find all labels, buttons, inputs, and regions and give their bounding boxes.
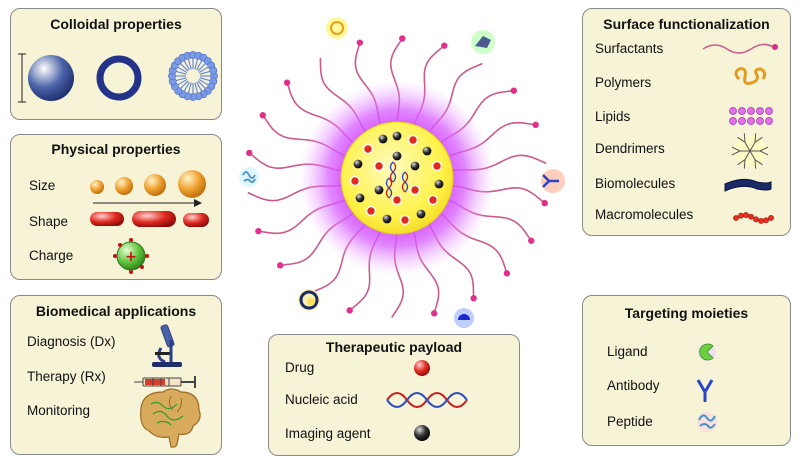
brain-icon [140, 388, 201, 448]
ligand-attachment-icon [326, 17, 348, 39]
ligand-label: Ligand [607, 344, 648, 359]
charge-label: Charge [29, 248, 74, 263]
lipid-attachment-icon [454, 308, 474, 328]
nanoparticle-core [340, 121, 454, 235]
targeting-icons [696, 343, 717, 432]
polymer-coil-icon [734, 67, 767, 85]
targeting-moieties-panel: Targeting moieties Ligand Antibody Pepti… [582, 295, 791, 446]
drug-sphere-icon [414, 360, 430, 376]
drug-label: Drug [285, 360, 315, 375]
imaging-sphere-icon [414, 425, 430, 441]
svg-text:+: + [125, 249, 137, 265]
imaging-agent-label: Imaging agent [285, 426, 371, 441]
therapeutic-payload-panel: Therapeutic payload Drug Nucleic acid Im… [268, 334, 520, 456]
dendrimer-attachment-icon [471, 30, 495, 54]
payload-icons [386, 360, 468, 441]
antibody-icon [696, 379, 714, 402]
tether-chains [246, 35, 548, 318]
surface-functionalization-panel: Surface functionalization Surfactants Po… [582, 8, 791, 236]
colloidal-properties-title: Colloidal properties [50, 16, 182, 32]
biomedical-applications-title: Biomedical applications [35, 303, 197, 319]
syringe-icon [134, 376, 196, 388]
biomedical-applications-panel: Biomedical applications Diagnosis (Dx) T… [10, 295, 222, 455]
polymers-label: Polymers [595, 75, 652, 90]
surfactants-label: Surfactants [595, 41, 664, 56]
charge-sphere-icon: + [113, 238, 149, 274]
lipid-bilayer-icon [729, 107, 773, 125]
macromolecule-chain-icon [733, 212, 774, 224]
size-spheres-icon [90, 170, 206, 198]
surfactant-chain-icon [702, 43, 778, 54]
colloidal-properties-panel: Colloidal properties [10, 8, 222, 120]
surface-functionalization-title: Surface functionalization [603, 16, 770, 32]
colloidal-icons [18, 51, 218, 103]
physical-properties-title: Physical properties [51, 141, 181, 157]
therapy-label: Therapy (Rx) [27, 369, 106, 384]
peptide-icon [697, 412, 717, 432]
shape-capsules-icon [90, 211, 209, 227]
antibody-attachment-icon [541, 169, 565, 193]
shape-label: Shape [29, 214, 69, 229]
biomedical-icons [134, 324, 201, 448]
biomolecule-icon [724, 178, 772, 192]
physical-properties-panel: Physical properties Size Shape Charge + [10, 134, 222, 280]
polymer-attachment-icon [298, 289, 320, 311]
antibody-label: Antibody [607, 378, 660, 393]
micelle-icon [168, 51, 218, 101]
peptide-attachment-icon [239, 167, 259, 187]
microscope-icon [152, 324, 182, 367]
dna-helix-icon [386, 392, 468, 408]
monitoring-label: Monitoring [27, 403, 91, 418]
solid-nanoparticle-icon [28, 55, 74, 101]
targeting-moieties-title: Targeting moieties [624, 305, 749, 321]
therapeutic-payload-title: Therapeutic payload [325, 339, 463, 355]
nucleic-acid-label: Nucleic acid [285, 392, 358, 407]
diagnosis-label: Diagnosis (Dx) [27, 334, 116, 349]
dendrimers-label: Dendrimers [595, 141, 665, 156]
diameter-bracket-icon [18, 53, 26, 103]
surface-icons [702, 43, 778, 224]
arrow-right-icon [93, 199, 202, 207]
ligand-icon [698, 343, 716, 361]
biomolecules-label: Biomolecules [595, 176, 676, 191]
size-label: Size [29, 178, 56, 193]
lipids-label: Lipids [595, 109, 631, 124]
purple-glow [299, 80, 495, 276]
macromolecules-label: Macromolecules [595, 207, 694, 222]
peptide-label: Peptide [607, 414, 653, 429]
hollow-nanoparticle-icon [96, 55, 142, 101]
core-cargo [349, 131, 444, 226]
physical-icons: + [90, 170, 209, 274]
dendrimer-icon [731, 133, 769, 169]
